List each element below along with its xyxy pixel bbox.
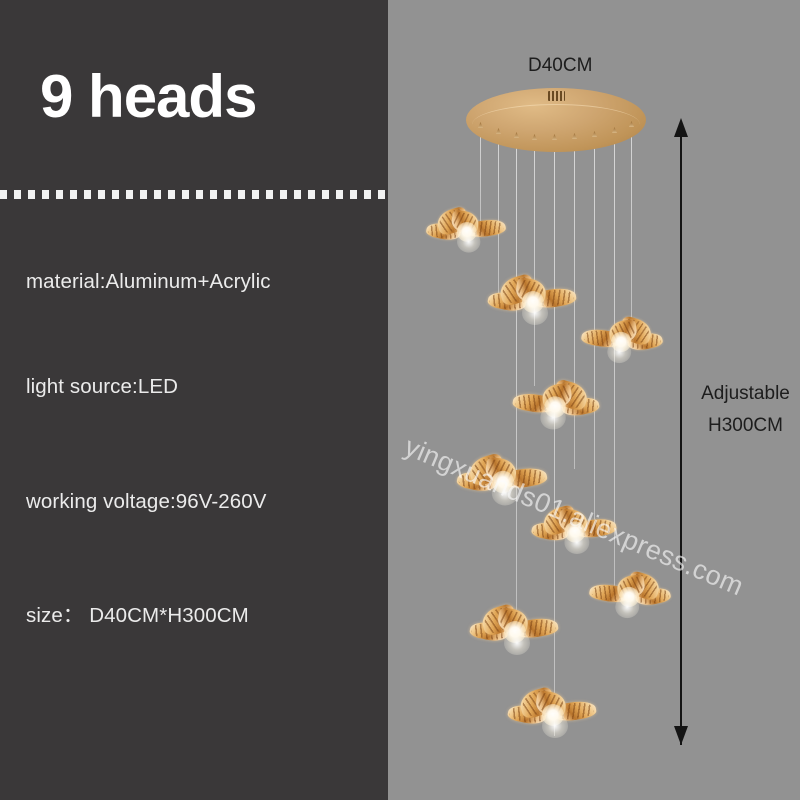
cable-anchor: [478, 122, 483, 128]
canopy-seam: [472, 104, 640, 145]
cable-anchor: [572, 133, 577, 139]
led-glow: [607, 341, 632, 364]
butterfly-lamp-head: [425, 205, 508, 255]
led-glow: [615, 596, 640, 619]
suspension-cable: [631, 116, 632, 328]
suspension-cable: [480, 118, 481, 224]
suspension-cable: [594, 125, 595, 523]
suspension-cable: [498, 122, 499, 294]
cable-anchor: [532, 134, 537, 140]
cable-anchor: [629, 121, 634, 127]
cable-anchor: [612, 127, 617, 133]
suspension-cable: [516, 126, 517, 626]
spec-working-voltage: working voltage:96V-260V: [26, 490, 267, 513]
butterfly-lamp-head: [486, 272, 578, 327]
led-glow: [522, 301, 548, 325]
arrow-head-down-icon: [674, 726, 688, 745]
cable-anchor: [552, 134, 557, 140]
spec-material: material:Aluminum+Acrylic: [26, 270, 271, 293]
led-glow: [542, 714, 568, 738]
butterfly-lamp-head: [530, 503, 618, 556]
spec-light-source: light source:LED: [26, 375, 179, 398]
butterfly-lamp-head: [455, 452, 549, 507]
dashed-divider: [0, 190, 388, 199]
led-glow: [491, 481, 519, 506]
butterfly-lamp-head: [588, 570, 673, 620]
specification-panel: 9 heads material:Aluminum+Acrylic light …: [0, 0, 388, 800]
suspension-cable: [554, 128, 555, 736]
butterfly-lamp-head: [506, 685, 598, 740]
ceiling-canopy: [466, 88, 646, 166]
cable-anchor: [592, 131, 597, 137]
butterfly-lamp-head: [580, 315, 665, 365]
arrow-head-up-icon: [674, 118, 688, 137]
suspension-cable: [534, 128, 535, 386]
diameter-label: D40CM: [528, 55, 593, 76]
butterfly-lamp-head: [468, 602, 560, 657]
butterfly-lamp-head: [511, 378, 601, 432]
height-text: H300CM: [708, 415, 783, 436]
product-image-area: D40CM Adjustable H300CM yingxuands01.ali…: [388, 0, 800, 800]
led-glow: [504, 631, 530, 655]
adjustable-height-label: Adjustable H300CM: [693, 378, 798, 442]
canopy-vent-icon: [548, 91, 565, 101]
cable-anchor: [514, 132, 519, 138]
led-glow: [564, 531, 590, 555]
spec-size: size： D40CM*H300CM: [26, 604, 249, 627]
dimension-line: [680, 133, 682, 745]
adjustable-text: Adjustable: [701, 383, 790, 404]
led-glow: [540, 406, 566, 430]
cable-anchor: [496, 128, 501, 134]
page-title: 9 heads: [40, 63, 257, 130]
led-glow: [457, 231, 481, 253]
